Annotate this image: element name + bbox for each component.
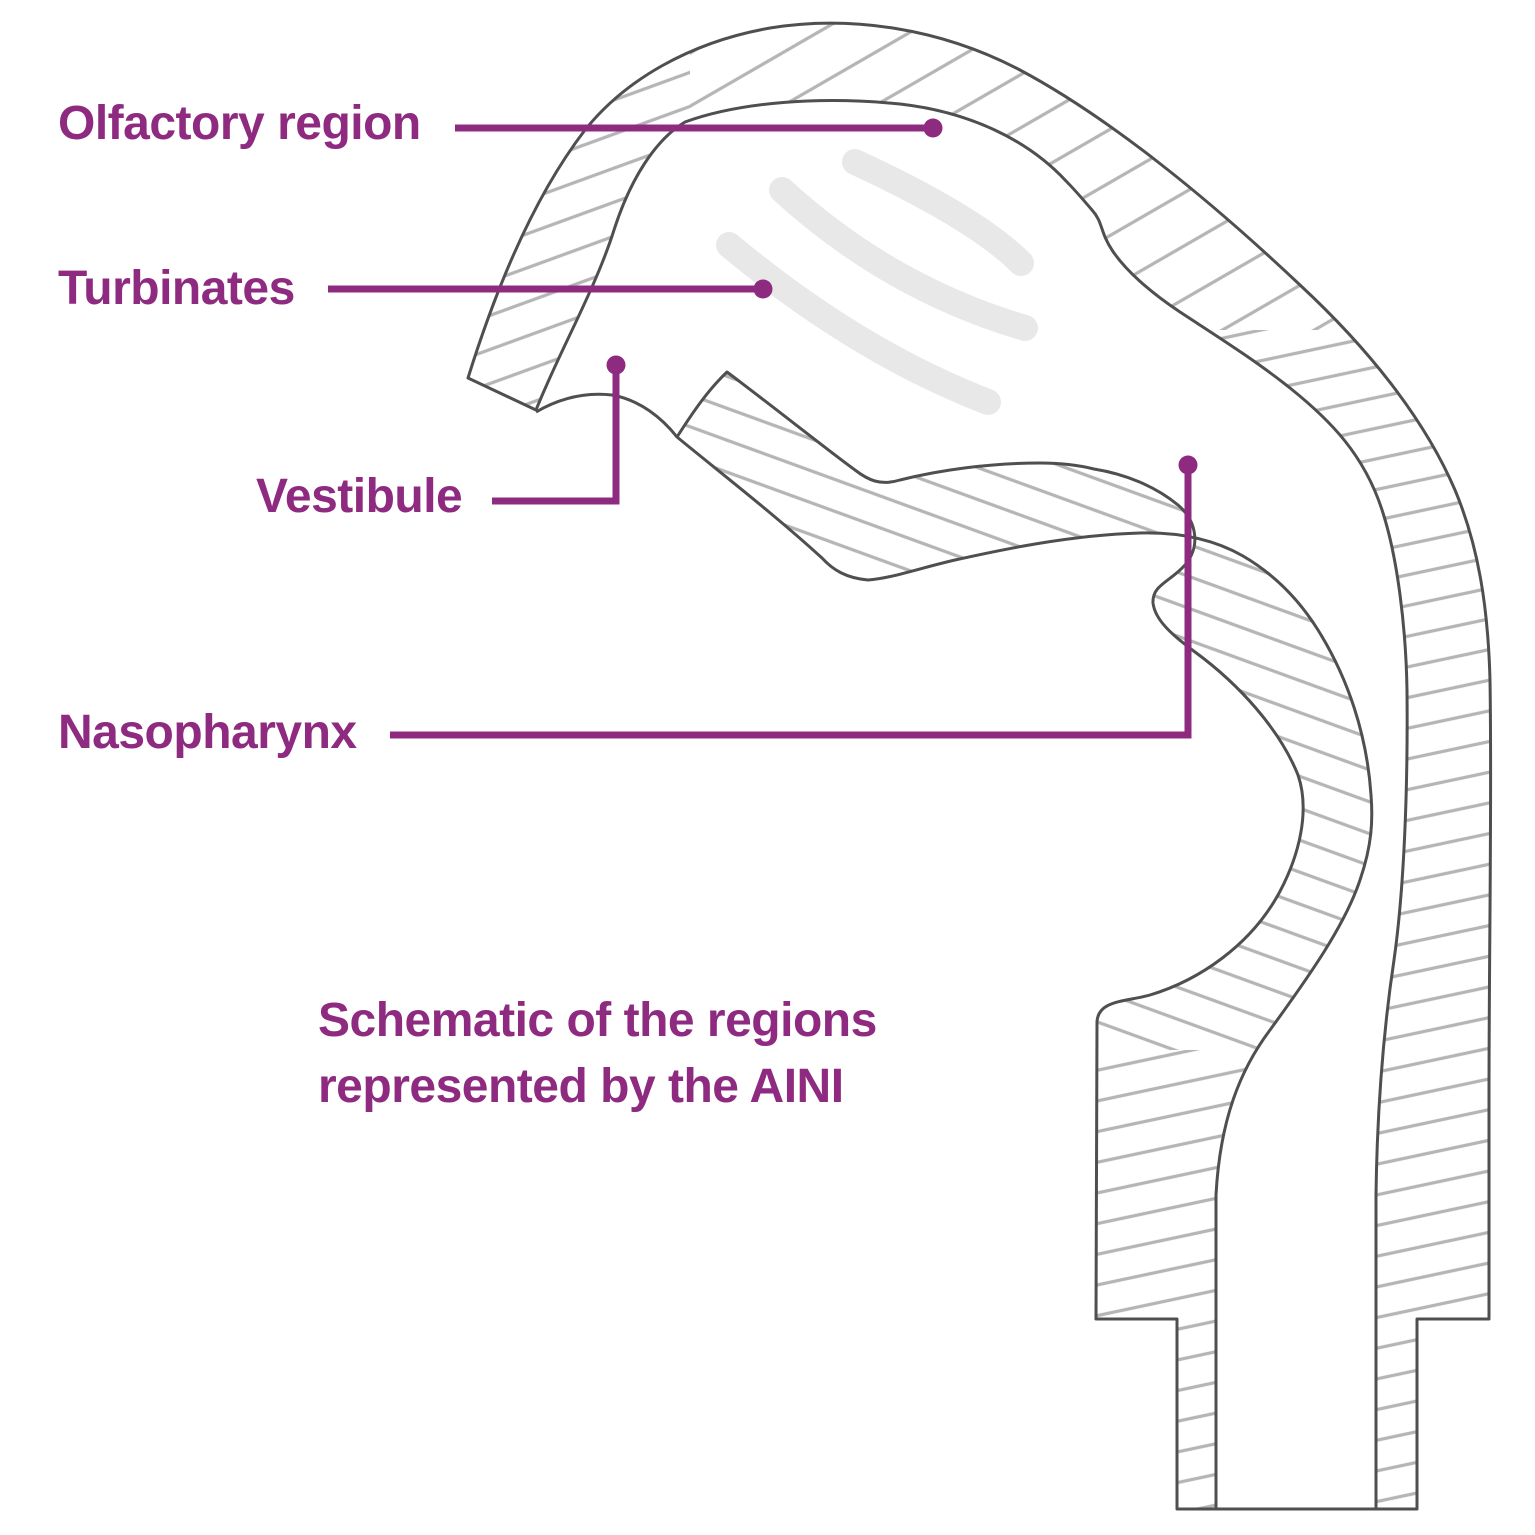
leader-lines [328, 124, 1192, 739]
turbinate-arcs [716, 149, 1038, 415]
label-olfactory-region: Olfactory region [58, 97, 421, 150]
leader-line-vestibule [492, 367, 620, 505]
diagram-caption: Schematic of the regions represented by … [318, 988, 877, 1120]
turbinate-arc-2 [769, 177, 1038, 341]
palate-band-hatching [677, 372, 1372, 1509]
caption-line-1: Schematic of the regions [318, 994, 877, 1047]
leader-dot-nasopharynx [1178, 455, 1198, 475]
label-nasopharynx: Nasopharynx [58, 706, 357, 759]
caption-line-2: represented by the AINI [318, 1060, 844, 1113]
label-turbinates: Turbinates [58, 262, 295, 315]
leader-dot-turbinates [753, 279, 773, 299]
leader-dot-vestibule [606, 355, 626, 375]
leader-line-nasopharynx [390, 466, 1192, 739]
label-vestibule: Vestibule [256, 470, 463, 523]
turbinate-arc-1 [842, 149, 1034, 276]
nostril-curve [535, 392, 679, 438]
leader-dots [606, 118, 1198, 475]
turbinate-arc-3 [716, 232, 1001, 415]
leader-dot-olfactory [923, 118, 943, 138]
